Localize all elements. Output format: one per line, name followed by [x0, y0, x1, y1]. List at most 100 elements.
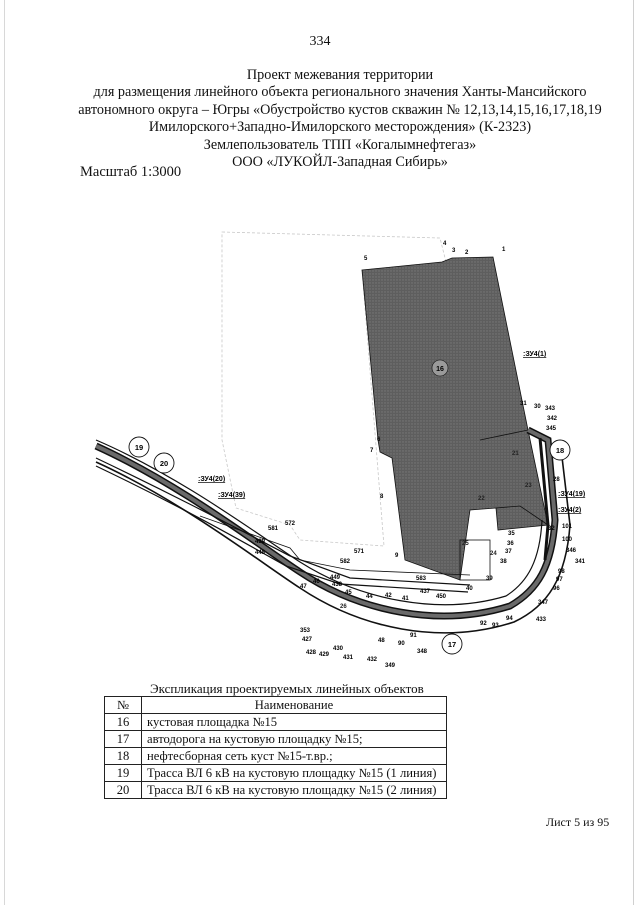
zone-label: :ЗУ4(20) — [198, 476, 225, 483]
legend-title: Экспликация проектируемых линейных объек… — [150, 681, 424, 696]
legend-number: 19 — [104, 764, 142, 782]
boundary-point-label: 100 — [562, 537, 573, 543]
boundary-point-label: 431 — [343, 655, 354, 661]
legend-row: 20 Трасса ВЛ 6 кВ на кустовую площадку №… — [104, 781, 447, 799]
boundary-point-label: 31 — [520, 401, 527, 407]
boundary-point-label: 449 — [330, 575, 341, 581]
boundary-point-label: 583 — [416, 576, 427, 582]
boundary-point-label: 6 — [377, 437, 381, 443]
boundary-point-label: 94 — [506, 616, 513, 622]
boundary-point-label: 37 — [505, 549, 512, 555]
boundary-point-label: 48 — [378, 638, 385, 644]
scale-label: Масштаб 1:3000 — [80, 164, 182, 180]
boundary-point-label: 448 — [255, 550, 266, 556]
object-marker-18: 18 — [549, 439, 571, 461]
boundary-point-label: 3 — [452, 248, 456, 254]
boundary-point-label: 98 — [558, 569, 565, 575]
boundary-point-label: 439 — [255, 539, 266, 545]
boundary-point-label: 9 — [395, 553, 399, 559]
legend-table: № Наименование 16 кустовая площадка №15 … — [104, 696, 447, 799]
boundary-point-label: 38 — [500, 559, 507, 565]
inner-boundary — [479, 429, 529, 441]
boundary-point-label: 437 — [420, 589, 431, 595]
title-line: Проект межевания территории — [246, 67, 434, 83]
boundary-point-label: 39 — [486, 576, 493, 582]
scan-edge-mark — [633, 0, 634, 905]
legend-name: Трасса ВЛ 6 кВ на кустовую площадку №15 … — [141, 781, 447, 799]
boundary-point-label: 581 — [268, 526, 279, 532]
boundary-point-label: 343 — [545, 406, 556, 412]
boundary-point-label: 42 — [385, 593, 392, 599]
boundary-point-label: 8 — [380, 494, 384, 500]
sheet-counter: Лист 5 из 95 — [546, 815, 610, 829]
area-label: 24 — [490, 551, 497, 557]
svg-text:18: 18 — [556, 446, 564, 455]
svg-text:19: 19 — [135, 443, 143, 452]
boundary-point-label: 30 — [534, 404, 541, 410]
boundary-point-label: 432 — [367, 657, 378, 663]
zone-label: :ЗУ4(19) — [558, 491, 585, 498]
boundary-point-label: 92 — [480, 621, 487, 627]
boundary-point-label: 93 — [492, 623, 499, 629]
boundary-point-label: 47 — [300, 584, 307, 590]
object-marker-17: 17 — [441, 633, 463, 655]
title-line: ООО «ЛУКОЙЛ-Западная Сибирь» — [232, 154, 448, 171]
road-boundary — [95, 439, 543, 606]
boundary-point-label: 1 — [502, 247, 506, 253]
boundary-point-label: 349 — [385, 663, 396, 669]
boundary-point-label: 347 — [538, 600, 549, 606]
power-line-2 — [95, 465, 469, 593]
legend-header-row: № Наименование — [104, 696, 447, 714]
document-title: Проект межевания территории для размещен… — [60, 67, 620, 171]
inner-box — [459, 539, 491, 581]
svg-text:20: 20 — [160, 459, 168, 468]
svg-text:17: 17 — [448, 640, 456, 649]
legend-name: автодорога на кустовую площадку №15; — [141, 730, 447, 748]
area-label: 22 — [478, 496, 485, 502]
boundary-point-label: 4 — [443, 241, 447, 247]
boundary-point-label: 572 — [285, 521, 296, 527]
legend-row: 18 нефтесборная сеть куст №15-т.вр.; — [104, 747, 447, 765]
boundary-point-label: 346 — [566, 548, 577, 554]
legend-row: 16 кустовая площадка №15 — [104, 713, 447, 731]
boundary-point-label: 428 — [306, 650, 317, 656]
boundary-point-label: 433 — [536, 617, 547, 623]
boundary-point-label: 345 — [546, 426, 557, 432]
survey-plan-map: 19 20 18 17 16 21 22 23 24 25 26 :ЗУ4(1)… — [94, 231, 586, 669]
boundary-point-label: 341 — [575, 559, 586, 565]
well-pad-area — [361, 256, 549, 581]
area-label: 23 — [525, 483, 532, 489]
boundary-point-label: 36 — [507, 541, 514, 547]
boundary-point-label: 427 — [302, 637, 313, 643]
power-line-branch — [199, 515, 471, 576]
boundary-point-label: 32 — [548, 526, 555, 532]
title-line: для размещения линейного объекта региона… — [93, 84, 587, 101]
boundary-point-label: 90 — [398, 641, 405, 647]
legend-header-name: Наименование — [141, 696, 447, 714]
scan-edge-mark — [4, 0, 5, 905]
boundary-point-label: 44 — [366, 594, 373, 600]
boundary-point-label: 35 — [508, 531, 515, 537]
legend-number: 17 — [104, 730, 142, 748]
boundary-point-label: 348 — [417, 649, 428, 655]
boundary-point-label: 342 — [547, 416, 558, 422]
boundary-point-label: 582 — [340, 559, 351, 565]
object-marker-16: 16 — [431, 359, 449, 377]
area-label: 21 — [512, 451, 519, 457]
boundary-point-label: 438 — [332, 582, 343, 588]
zone-label: :ЗУ4(1) — [523, 351, 546, 358]
gathering-line — [538, 437, 550, 561]
inner-boundary — [495, 505, 549, 526]
object-marker-20: 20 — [153, 452, 175, 474]
boundary-point-label: 430 — [333, 646, 344, 652]
boundary-point-label: 91 — [410, 633, 417, 639]
boundary-point-label: 7 — [370, 448, 374, 454]
road-corridor-inner — [95, 428, 558, 618]
zone-label: :ЗУ4(2) — [558, 507, 581, 514]
area-label: 25 — [462, 541, 469, 547]
boundary-point-label: 429 — [319, 652, 330, 658]
legend-row: 19 Трасса ВЛ 6 кВ на кустовую площадку №… — [104, 764, 447, 782]
boundary-point-label: 41 — [402, 596, 409, 602]
legend-row: 17 автодорога на кустовую площадку №15; — [104, 730, 447, 748]
boundary-point-label: 450 — [436, 594, 447, 600]
